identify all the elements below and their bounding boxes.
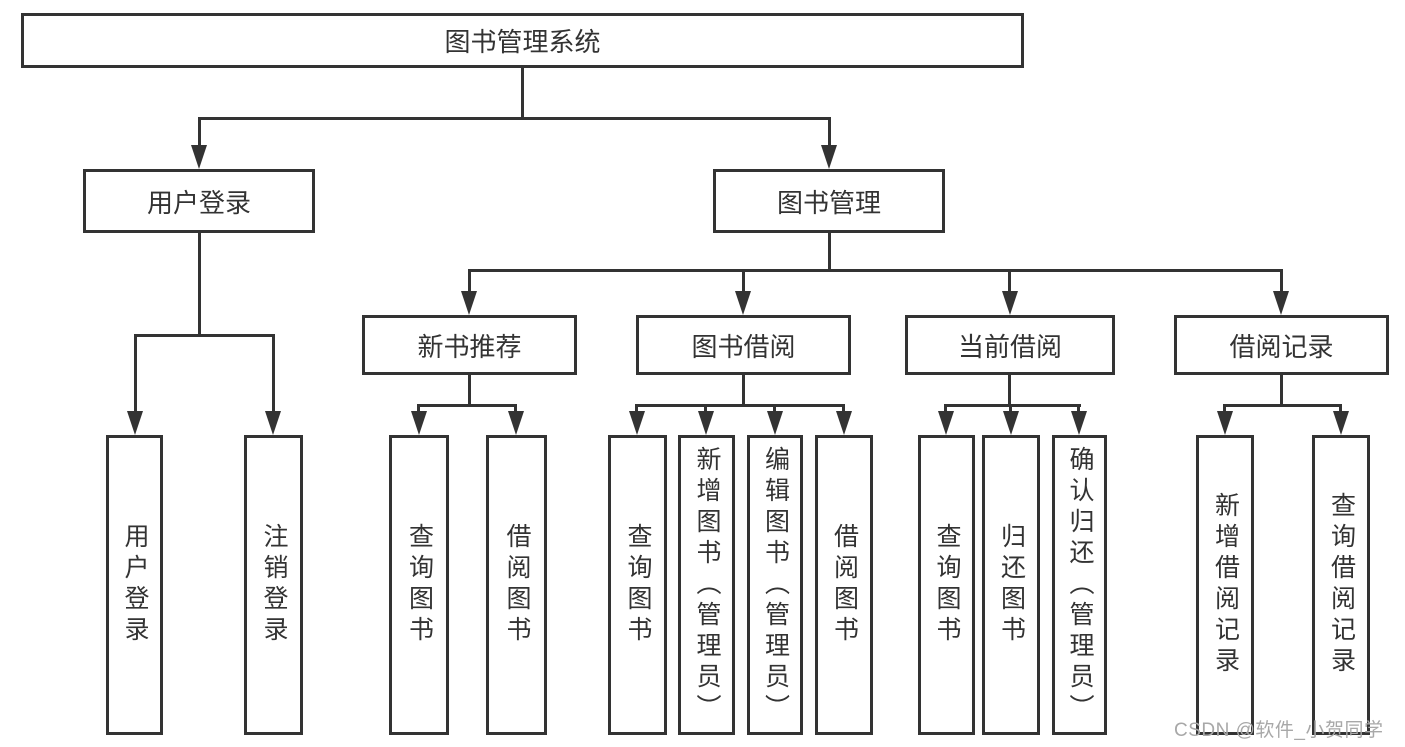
connector-line xyxy=(134,336,137,413)
connector-line xyxy=(468,375,471,406)
connector-line xyxy=(945,404,1081,407)
csdn-watermark: CSDN @软件_小贺同学 xyxy=(1174,720,1384,741)
arrow-down-icon xyxy=(1071,411,1087,435)
leaf-borrow-edit-label: 编辑图书（管理员） xyxy=(761,445,790,725)
node-user-login: 用户登录 xyxy=(83,169,315,233)
arrow-down-icon xyxy=(836,411,852,435)
arrow-down-icon xyxy=(629,411,645,435)
node-new-book: 新书推荐 xyxy=(362,315,577,375)
leaf-newbook-query-label: 查询图书 xyxy=(405,523,434,647)
connector-line xyxy=(1280,272,1283,293)
node-root: 图书管理系统 xyxy=(21,13,1024,68)
connector-line xyxy=(198,117,831,120)
arrow-down-icon xyxy=(265,411,281,435)
node-book-borrow: 图书借阅 xyxy=(636,315,851,375)
connector-line xyxy=(828,233,831,272)
connector-line xyxy=(1008,375,1011,406)
connector-line xyxy=(636,404,845,407)
leaf-borrow-query-label: 查询图书 xyxy=(624,523,652,647)
node-root-label: 图书管理系统 xyxy=(444,27,601,57)
leaf-current-query-label: 查询图书 xyxy=(933,523,961,647)
leaf-borrow-edit: 编辑图书（管理员） xyxy=(747,435,803,735)
arrow-down-icon xyxy=(735,291,751,315)
leaf-user-login: 用户登录 xyxy=(106,435,163,735)
arrow-down-icon xyxy=(1003,411,1019,435)
leaf-current-confirm-label: 确认归还（管理员） xyxy=(1066,445,1094,725)
connector-line xyxy=(1223,404,1226,413)
connector-line xyxy=(1077,404,1080,413)
leaf-newbook-query: 查询图书 xyxy=(389,435,449,735)
arrow-down-icon xyxy=(821,145,837,169)
connector-line xyxy=(1008,272,1011,293)
connector-line xyxy=(521,68,524,120)
connector-line xyxy=(418,404,517,407)
connector-line xyxy=(1224,404,1342,407)
node-borrow-records-label: 借阅记录 xyxy=(1229,331,1334,362)
leaf-records-query: 查询借阅记录 xyxy=(1312,435,1370,735)
arrow-down-icon xyxy=(127,411,143,435)
connector-line xyxy=(742,375,745,406)
connector-line xyxy=(1280,375,1283,406)
leaf-current-return: 归还图书 xyxy=(982,435,1040,735)
connector-line xyxy=(468,269,1283,272)
leaf-borrow-add-label: 新增图书（管理员） xyxy=(693,445,721,725)
connector-line xyxy=(828,120,831,147)
leaf-records-query-label: 查询借阅记录 xyxy=(1327,492,1356,678)
arrow-down-icon xyxy=(461,291,477,315)
arrow-down-icon xyxy=(191,145,207,169)
leaf-borrow-query: 查询图书 xyxy=(608,435,667,735)
leaf-records-add: 新增借阅记录 xyxy=(1196,435,1254,735)
arrow-down-icon xyxy=(411,411,427,435)
arrow-down-icon xyxy=(1002,291,1018,315)
arrow-down-icon xyxy=(938,411,954,435)
leaf-current-query: 查询图书 xyxy=(918,435,975,735)
node-new-book-label: 新书推荐 xyxy=(417,331,522,362)
connector-line xyxy=(704,404,707,413)
arrow-down-icon xyxy=(1217,411,1233,435)
leaf-borrow-borrow-label: 借阅图书 xyxy=(830,523,859,647)
connector-line xyxy=(272,336,275,413)
connector-line xyxy=(635,404,638,413)
connector-line xyxy=(468,272,471,293)
node-book-borrow-label: 图书借阅 xyxy=(691,331,796,362)
leaf-newbook-borrow: 借阅图书 xyxy=(486,435,547,735)
connector-line xyxy=(134,334,275,337)
leaf-current-confirm: 确认归还（管理员） xyxy=(1052,435,1107,735)
connector-line xyxy=(1339,404,1342,413)
node-book-mgmt-label: 图书管理 xyxy=(776,187,881,218)
leaf-user-login-label: 用户登录 xyxy=(121,523,149,647)
connector-line xyxy=(198,233,201,336)
arrow-down-icon xyxy=(1273,291,1289,315)
arrow-down-icon xyxy=(1333,411,1349,435)
connector-line xyxy=(842,404,845,413)
leaf-records-add-label: 新增借阅记录 xyxy=(1211,492,1240,678)
connector-line xyxy=(1009,404,1012,413)
node-borrow-records: 借阅记录 xyxy=(1174,315,1389,375)
connector-line xyxy=(944,404,947,413)
connector-line xyxy=(742,272,745,293)
connector-line xyxy=(198,120,201,147)
node-book-mgmt: 图书管理 xyxy=(713,169,945,233)
leaf-logout: 注销登录 xyxy=(244,435,303,735)
connector-line xyxy=(773,404,776,413)
leaf-borrow-add: 新增图书（管理员） xyxy=(678,435,735,735)
node-current-borrow-label: 当前借阅 xyxy=(957,331,1062,362)
node-current-borrow: 当前借阅 xyxy=(905,315,1115,375)
connector-line xyxy=(514,404,517,413)
leaf-borrow-borrow: 借阅图书 xyxy=(815,435,873,735)
arrow-down-icon xyxy=(767,411,783,435)
leaf-logout-label: 注销登录 xyxy=(260,523,288,647)
leaf-newbook-borrow-label: 借阅图书 xyxy=(503,523,531,647)
node-user-login-label: 用户登录 xyxy=(146,187,251,218)
connector-line xyxy=(417,404,420,413)
arrow-down-icon xyxy=(698,411,714,435)
leaf-current-return-label: 归还图书 xyxy=(997,523,1026,647)
arrow-down-icon xyxy=(508,411,524,435)
